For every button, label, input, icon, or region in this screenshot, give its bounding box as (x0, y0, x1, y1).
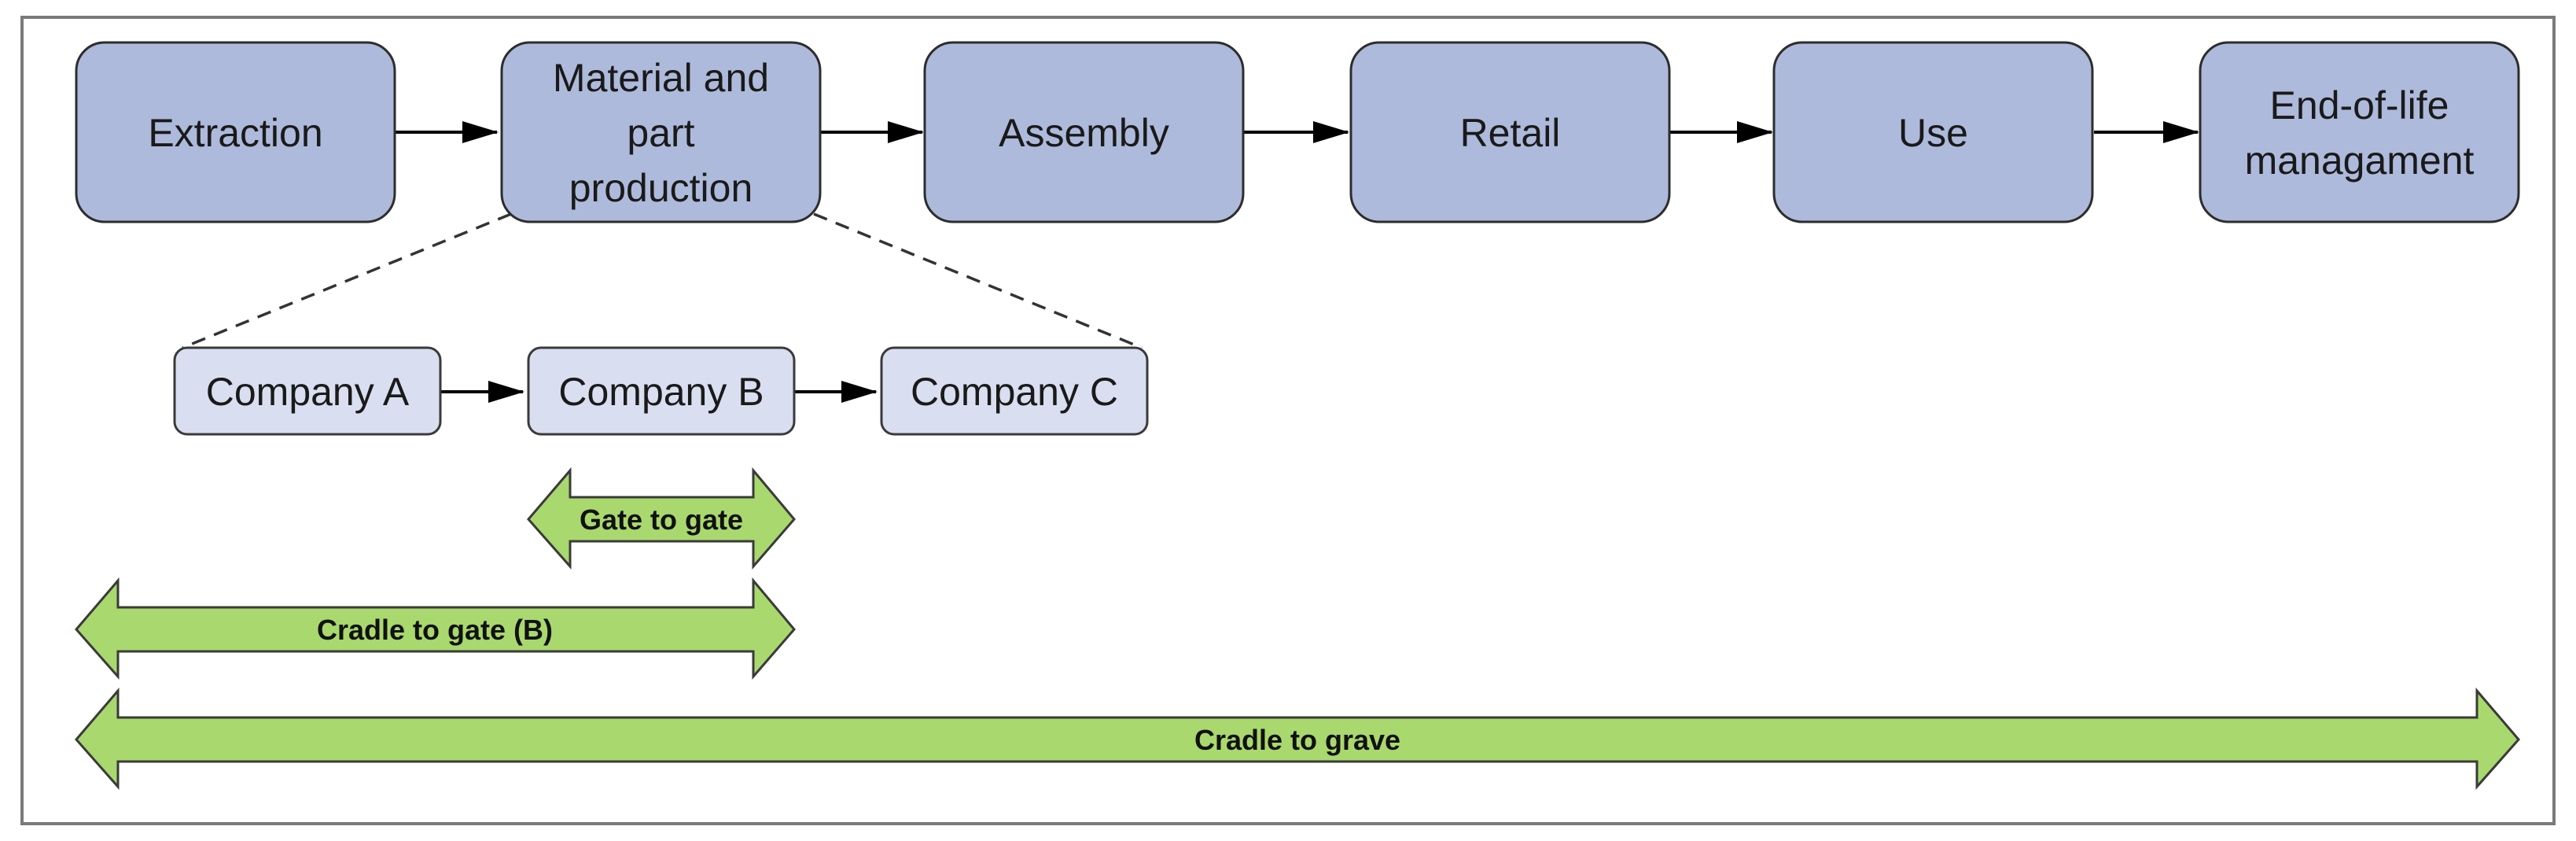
scope-arrows: Gate to gate Cradle to gate (B) Cradle t… (75, 467, 2520, 790)
scope-cradle-to-grave-label: Cradle to grave (1194, 724, 1400, 756)
expansion-line-right (813, 212, 1143, 349)
stage-end-of-life-label-line-1: End-of-life (2270, 83, 2449, 127)
scope-cradle-to-gate-b-label: Cradle to gate (B) (317, 614, 553, 646)
diagram-frame (20, 16, 2556, 825)
expansion-line-left (182, 212, 512, 349)
company-row: Company A Company B Company C (173, 346, 1149, 436)
stage-material-label-line-2: part (627, 111, 694, 155)
company-b-label: Company B (558, 370, 764, 414)
scope-gate-to-gate-label: Gate to gate (580, 503, 743, 536)
company-c-label: Company C (911, 370, 1118, 414)
stage-retail: Retail (1349, 41, 1671, 223)
scope-cradle-to-gate-b: Cradle to gate (B) (75, 577, 796, 681)
stage-extraction-label: Extraction (148, 111, 322, 155)
stage-use: Use (1772, 41, 2094, 223)
stage-extraction: Extraction (75, 41, 396, 223)
scope-cradle-to-grave: Cradle to grave (75, 687, 2520, 790)
stage-end-of-life: End-of-life managament (2199, 41, 2520, 223)
company-a-label: Company A (206, 370, 410, 414)
stage-retail-label: Retail (1460, 111, 1561, 155)
stage-material-part-production: Material and part production (500, 41, 822, 223)
company-a: Company A (173, 346, 442, 436)
stage-assembly: Assembly (923, 41, 1245, 223)
stage-use-label: Use (1898, 111, 1968, 155)
stage-row: Extraction Material and part production … (75, 41, 2520, 223)
scope-gate-to-gate: Gate to gate (527, 467, 796, 570)
stage-end-of-life-label-line-2: managament (2245, 138, 2475, 183)
expansion-lines (182, 212, 1143, 349)
stage-assembly-label: Assembly (999, 111, 1169, 155)
company-c: Company C (880, 346, 1149, 436)
stage-material-label-line-1: Material and (553, 56, 769, 100)
company-b: Company B (527, 346, 796, 436)
stage-material-label-line-3: production (569, 166, 753, 210)
